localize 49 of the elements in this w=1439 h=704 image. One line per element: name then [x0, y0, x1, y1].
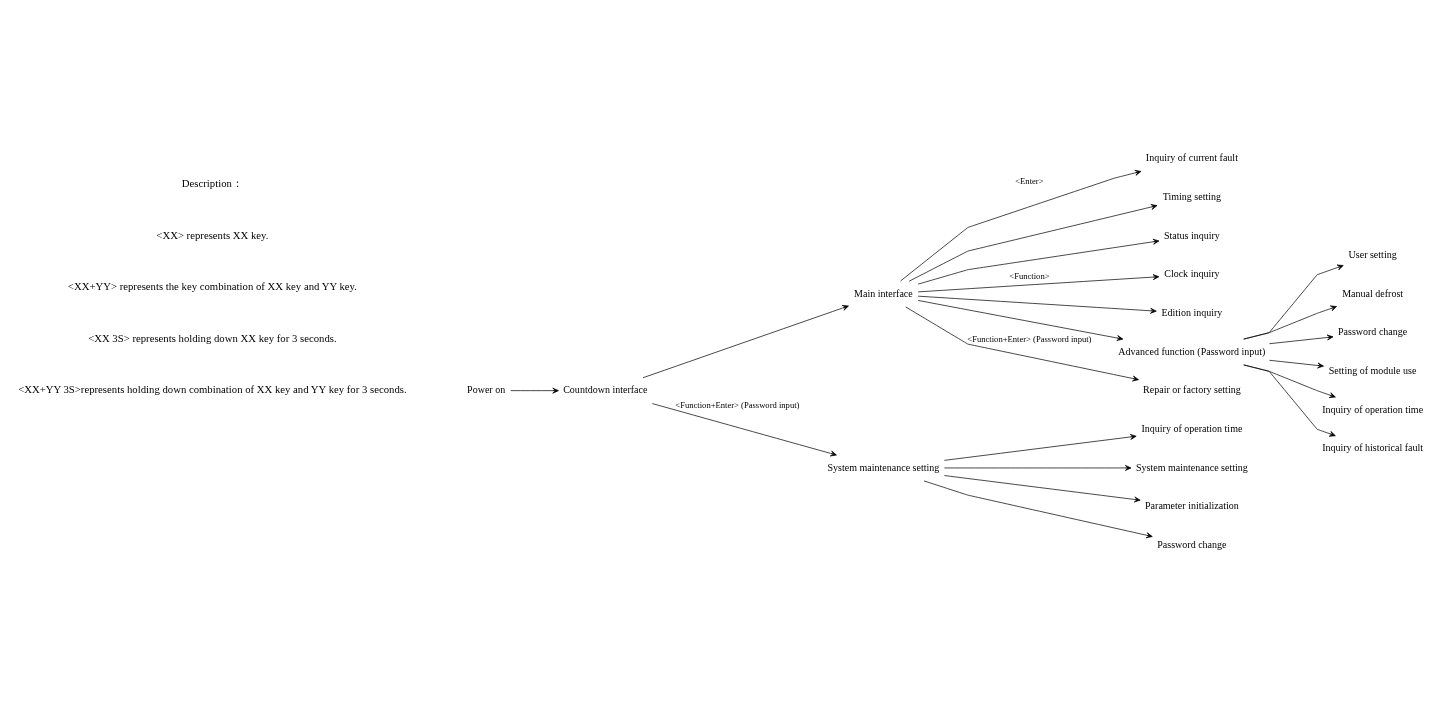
node-text: Edition inquiry — [1161, 307, 1223, 318]
node-text: Power on — [467, 384, 506, 396]
node-text: Clock inquiry — [1164, 268, 1220, 280]
arrow — [917, 238, 1160, 285]
arrow — [905, 306, 1139, 382]
arrow — [1269, 334, 1334, 345]
arrow — [1243, 264, 1344, 340]
arrow — [944, 434, 1137, 461]
node-text: Manual defrost — [1342, 287, 1404, 299]
arrow — [900, 169, 1142, 282]
node-text: Countdown interface — [563, 384, 648, 396]
node-text: Main interface — [854, 287, 913, 299]
node-text: System maintenance setting — [827, 461, 940, 473]
arrow — [1269, 359, 1324, 369]
arrow — [917, 300, 1124, 341]
node-text: Inquiry of operation time — [1141, 422, 1243, 434]
edge-label: <Enter> — [1015, 176, 1044, 187]
arrow — [917, 274, 1160, 293]
node-text: Password change — [1337, 326, 1408, 338]
edge-label: <Function+Enter> (Password input) — [675, 400, 800, 411]
arrow — [944, 475, 1141, 503]
arrow — [1243, 364, 1336, 437]
label: <XX> represents XX key. — [156, 228, 269, 241]
arrow — [510, 387, 559, 394]
arrow — [652, 403, 837, 457]
node-text: Inquiry of operation time — [1322, 403, 1424, 415]
arrow — [917, 295, 1157, 314]
node-text: Parameter initialization — [1145, 500, 1239, 512]
arrow — [908, 204, 1158, 282]
arrow — [944, 465, 1132, 471]
node-text: System maintenance setting — [1135, 461, 1248, 473]
node-text: Timing setting — [1162, 191, 1222, 203]
label: Description： — [181, 177, 243, 190]
node-text: Password change — [1157, 538, 1227, 550]
node-text: Inquiry of historical fault — [1322, 442, 1424, 454]
node-text: Repair or factory setting — [1143, 384, 1241, 396]
arrow — [1243, 305, 1337, 340]
node-text: Status inquiry — [1163, 229, 1220, 241]
arrow — [642, 305, 849, 379]
node-text: User setting — [1348, 249, 1397, 261]
arrow — [923, 480, 1153, 539]
edge-label: <Function> — [1009, 271, 1050, 282]
node-text: Advanced function (Password input) — [1118, 345, 1266, 357]
edge-label: <Function+Enter> (Password input) — [967, 333, 1092, 344]
label: <XX+YY 3S>represents holding down combination of XX key and YY key for 3 seconds. — [18, 383, 407, 396]
label: <XX 3S> represents holding down XX key for 3 seconds. — [88, 331, 337, 344]
node-text: Setting of module use — [1328, 364, 1417, 376]
node-text: Inquiry of current fault — [1145, 152, 1238, 164]
label: <XX+YY> represents the key combination of XX key and YY key. — [67, 280, 357, 293]
